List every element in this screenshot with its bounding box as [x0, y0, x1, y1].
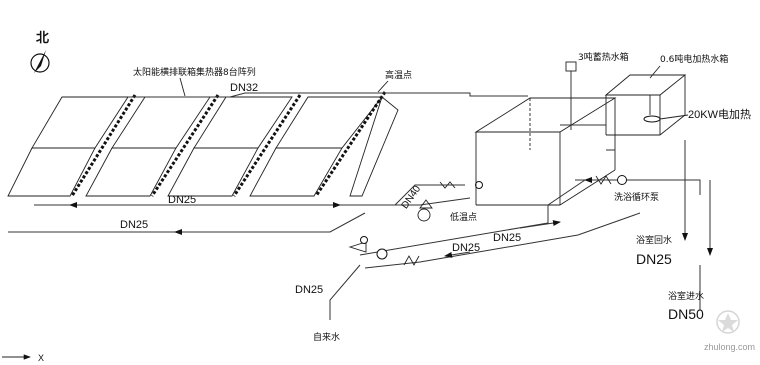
header-tube: [232, 94, 302, 197]
bath-supply-size: DN50: [668, 306, 704, 322]
mid-left-arrow: [444, 251, 471, 258]
bath-return-label: 浴室回水: [636, 234, 672, 246]
cold-water-pipe: [329, 264, 361, 318]
mid-right-pipe: [359, 179, 586, 256]
x-axis-label: X: [38, 353, 44, 363]
collector-frame: [349, 96, 399, 197]
collector-dn25-label: DN25: [168, 194, 196, 206]
collector-array-label: 太阳能横排联箱集热器8台阵列: [133, 66, 256, 78]
electric-heater-label: 20KW电加热: [688, 108, 751, 121]
mid-left-pipe: [364, 212, 641, 269]
mid-valve-icon: [403, 255, 420, 266]
header-tube: [150, 94, 220, 197]
north-arrow-icon: [34, 50, 46, 73]
heater-tank-edge: [659, 114, 686, 136]
low-temp-point-label: 低温点: [450, 211, 477, 223]
valve-icon: [439, 181, 456, 189]
compass: 北: [30, 31, 50, 73]
circ-pump-icon: [617, 175, 627, 185]
pump-icon: [376, 248, 388, 260]
circ-pump-label: 洗浴循环泵: [614, 191, 659, 203]
collector-panel: [249, 147, 343, 197]
tank-edge: [559, 169, 616, 206]
high-temp-leader: [377, 80, 389, 93]
mid-right-arrow: [519, 220, 561, 229]
water-source-label: 自来水: [313, 331, 340, 343]
check-valve-icon: [348, 241, 367, 253]
branch-pipe-lower: [395, 197, 471, 206]
meter-icon: [360, 236, 368, 244]
left-return-pipe: [8, 212, 366, 233]
tank-top: [474, 97, 617, 133]
cold-feed-dn25-label: DN25: [295, 284, 323, 296]
pump-icon: [417, 208, 431, 222]
solar-collector-array: [7, 91, 399, 197]
header-tube: [314, 91, 387, 197]
watermark-star-icon: [718, 313, 738, 332]
storage-tank: [474, 97, 617, 206]
branch-pipe-dn40: [394, 184, 465, 206]
watermark-logo-icon: [716, 310, 740, 334]
collector-panel: [85, 147, 177, 197]
heater-tank-label: 0.6吨电加热水箱: [660, 53, 728, 65]
bath-supply-label: 浴室进水: [668, 290, 704, 302]
dn32-label: DN32: [230, 82, 258, 94]
watermark-logo: [716, 310, 740, 334]
bath-return-size: DN25: [636, 251, 672, 267]
left-dn25-label: DN25: [120, 219, 148, 231]
collector-leader-line: [179, 77, 186, 97]
collector-panel: [7, 147, 96, 197]
heater-tank: [604, 74, 687, 136]
circ-valve-icon: [595, 175, 612, 185]
heater-leader: [649, 65, 661, 79]
collector-panel: [193, 96, 293, 149]
vent-cap-icon: [565, 61, 577, 72]
sensor-icon: [475, 181, 483, 189]
collector-panel: [31, 96, 129, 149]
collector-panel: [167, 147, 259, 197]
electric-heater-element-icon: [643, 115, 661, 123]
collector-panel: [111, 96, 211, 149]
mid-right-dn25-label: DN25: [493, 232, 521, 244]
heater-tank-top: [604, 74, 687, 96]
watermark-text: zhulong.com: [704, 342, 755, 352]
heater-element-leader: [659, 114, 689, 120]
check-valve-icon: [419, 199, 433, 209]
mid-left-dn25-label: DN25: [452, 242, 480, 254]
high-temp-point-label: 高温点: [385, 69, 412, 81]
supply-pipe-dn32: [128, 92, 528, 98]
compass-label: 北: [36, 31, 49, 46]
storage-tank-label: 3吨蓄热水箱: [578, 51, 629, 63]
